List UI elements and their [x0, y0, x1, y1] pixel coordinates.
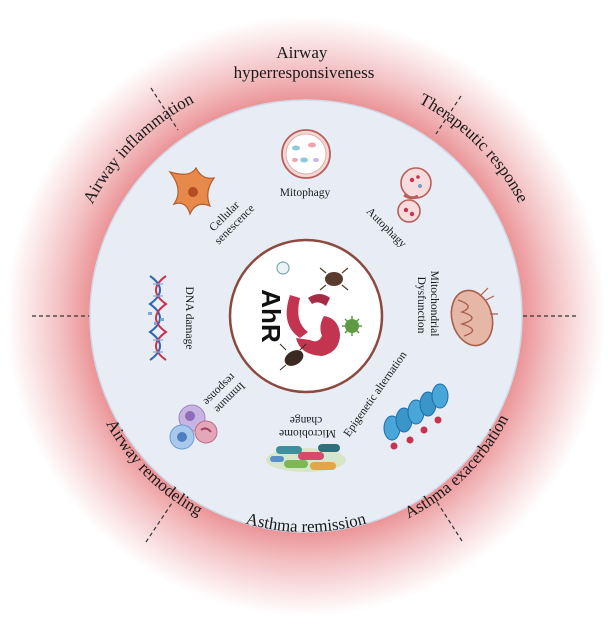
- center-label: AhR: [256, 289, 286, 343]
- dna-icon: [148, 275, 168, 361]
- label-dna-damage: DNA damage: [183, 287, 195, 350]
- label-mitochondrial-dysfunction: Mitochondrial Dysfunction: [415, 271, 440, 340]
- autophagy-icon: [397, 167, 432, 223]
- label-second-line: change: [290, 414, 323, 426]
- dust-mite-icon: [319, 267, 349, 291]
- label-second-line: hyperresponsiveness: [234, 63, 375, 82]
- center-circle: [228, 238, 384, 394]
- label-airway-hyperresponsiveness: Airway hyperresponsiveness: [234, 43, 375, 82]
- receptor-icon: [286, 294, 340, 356]
- pollen-icon: [342, 316, 362, 336]
- cockroach-icon: [279, 343, 307, 371]
- bacteria-icon: [266, 444, 346, 472]
- senescent-cell-icon: [168, 166, 216, 216]
- label-second-line: Dysfunction: [415, 277, 427, 334]
- label-microbiome-change: Microbiome change: [276, 414, 336, 439]
- mitochondrion-icon: [450, 287, 498, 347]
- ring-separators: [32, 87, 578, 543]
- immune-cells-icon: [169, 404, 218, 450]
- label-mitophagy: Mitophagy: [280, 187, 331, 199]
- nucleosome-icon: [383, 383, 449, 450]
- ligand-bubble-icon: [276, 261, 290, 275]
- mitophagy-icon: [281, 129, 331, 179]
